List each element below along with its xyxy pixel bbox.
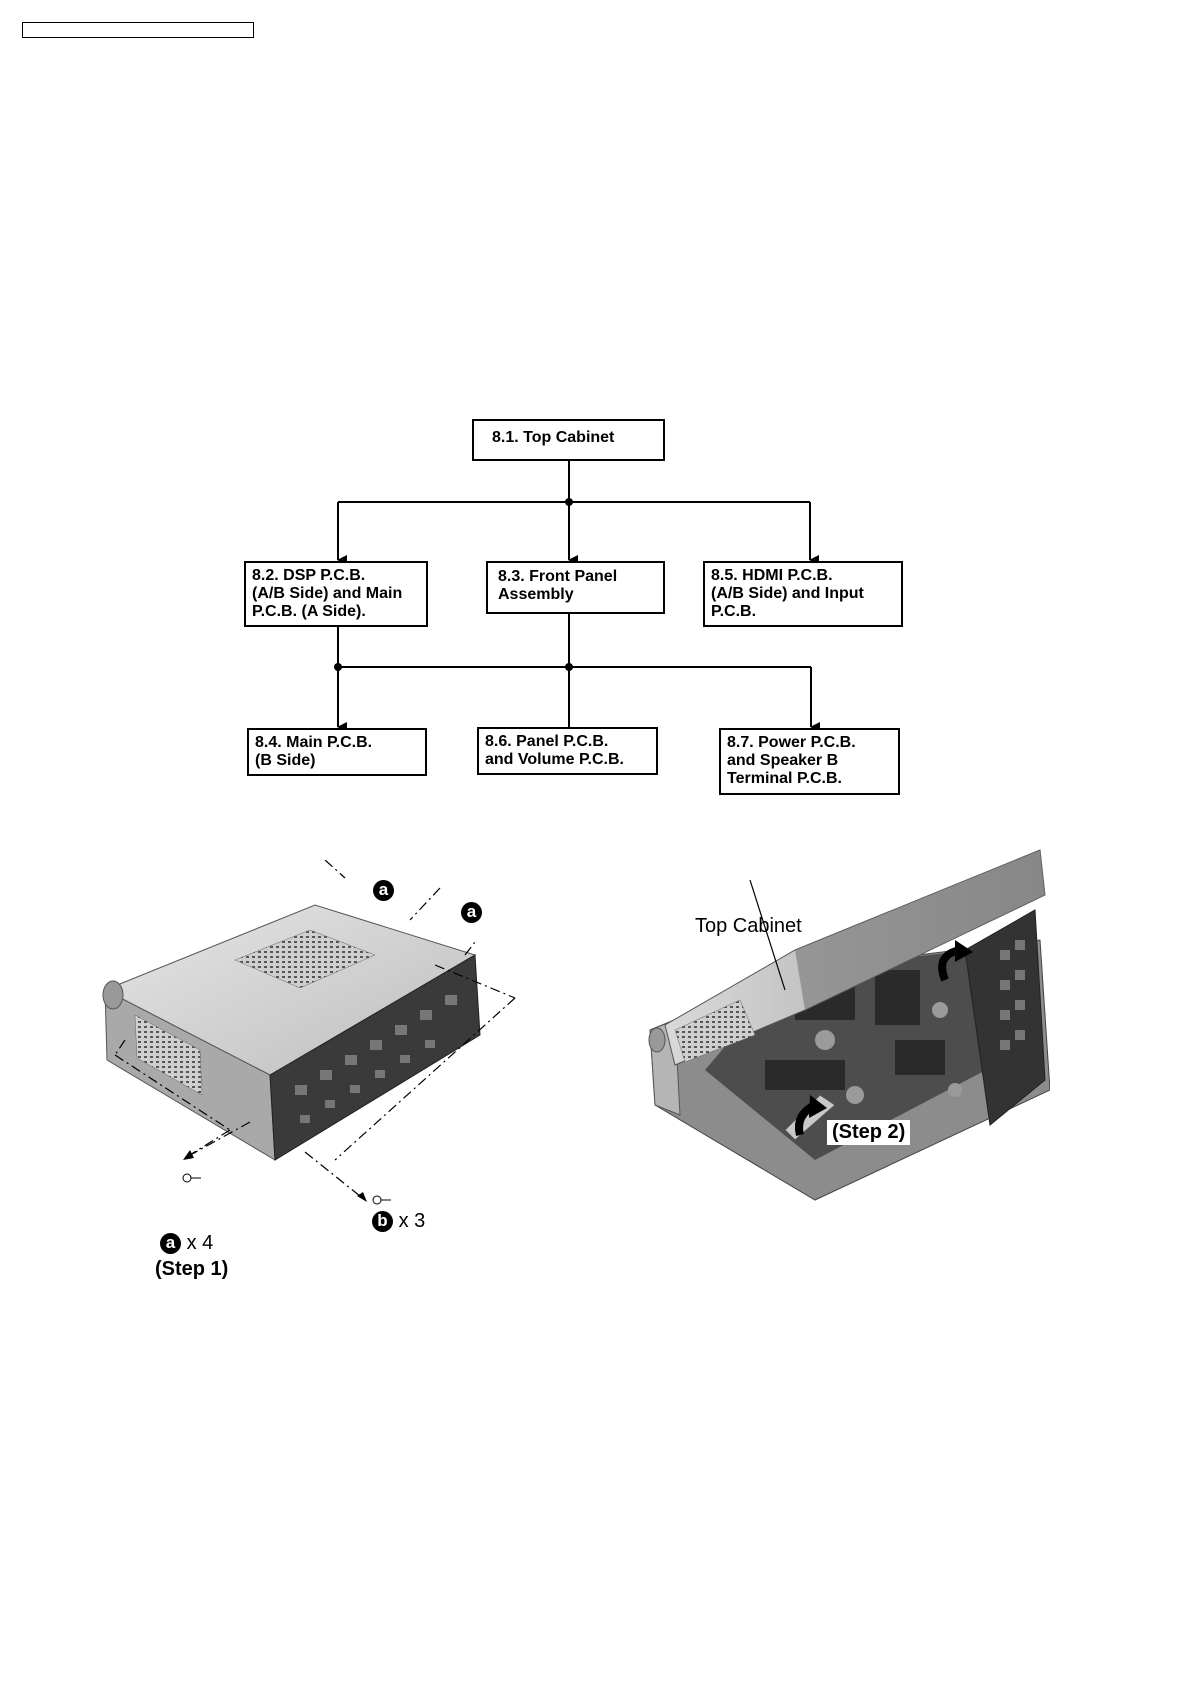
flow-box-front-panel: 8.3. Front Panel Assembly: [486, 561, 665, 614]
flow-box-dsp-pcb: 8.2. DSP P.C.B. (A/B Side) and Main P.C.…: [244, 561, 428, 627]
flow-box-panel-pcb: 8.6. Panel P.C.B. and Volume P.C.B.: [477, 727, 658, 775]
step2-label: (Step 2): [827, 1120, 910, 1145]
top-cabinet-callout: Top Cabinet: [695, 915, 802, 938]
screw-a-badge: a: [461, 902, 482, 923]
step2-receiver-illustration: [645, 840, 1050, 1210]
flow-box-hdmi-pcb: 8.5. HDMI P.C.B. (A/B Side) and Input P.…: [703, 561, 903, 627]
screw-a-count-label: a x 4: [160, 1232, 213, 1255]
screw-b-count: x 3: [399, 1210, 426, 1232]
step1-label: (Step 1): [155, 1258, 228, 1281]
screw-b-badge: b: [372, 1211, 393, 1232]
screw-a-badge: a: [160, 1233, 181, 1254]
screw-b-count-label: b x 3: [372, 1210, 425, 1233]
flow-box-main-pcb-b: 8.4. Main P.C.B. (B Side): [247, 728, 427, 776]
callout-screw-a-top2: a: [461, 902, 482, 923]
flow-box-top-cabinet: 8.1. Top Cabinet: [472, 419, 665, 461]
screw-a-count: x 4: [187, 1232, 214, 1254]
flowchart-connectors: [0, 0, 1191, 820]
screw-a-badge: a: [373, 880, 394, 901]
callout-screw-a-top1: a: [373, 880, 394, 901]
flow-box-power-pcb: 8.7. Power P.C.B. and Speaker B Terminal…: [719, 728, 900, 795]
